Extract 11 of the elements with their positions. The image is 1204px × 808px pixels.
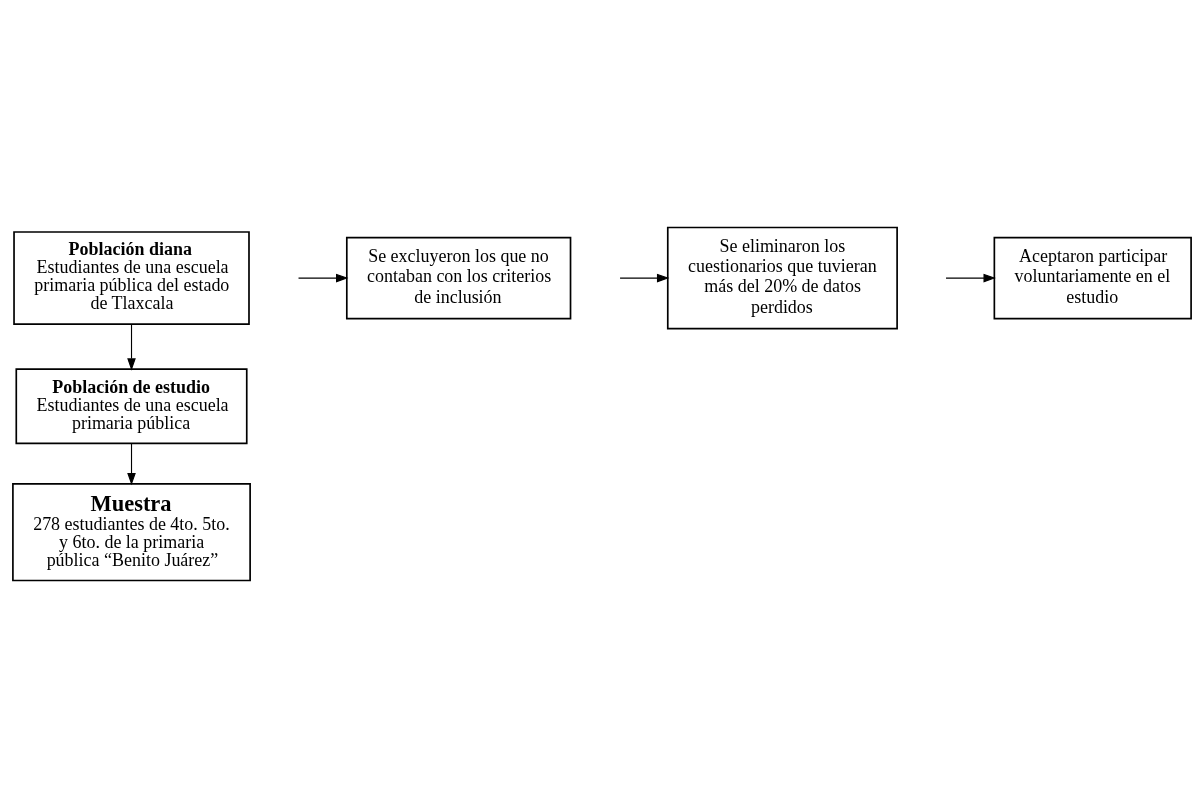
node-box: Muestra 278 estudiantes de 4to. 5to. y 6to. de la primaria pública “Benito Juárez” [12, 482, 251, 582]
node-box: Población de estudio Estudiantes de una escuela primaria pública [15, 368, 248, 445]
node-box: Población diana Estudiantes de una escuela primaria pública del estado de Tlaxcala [13, 231, 250, 326]
arrow [619, 273, 670, 283]
arrow [297, 273, 349, 283]
node-box: Aceptaron participar voluntariamente en el estudio [993, 236, 1192, 320]
arrow [127, 323, 136, 371]
arrow [945, 273, 996, 283]
arrow [127, 442, 136, 486]
node-box: Se eliminaron los cuestionarios que tuvieran más del 20% de datos perdidos [666, 226, 898, 330]
node-box: Se excluyeron los que no contaban con los criterios de inclusión [345, 236, 572, 320]
